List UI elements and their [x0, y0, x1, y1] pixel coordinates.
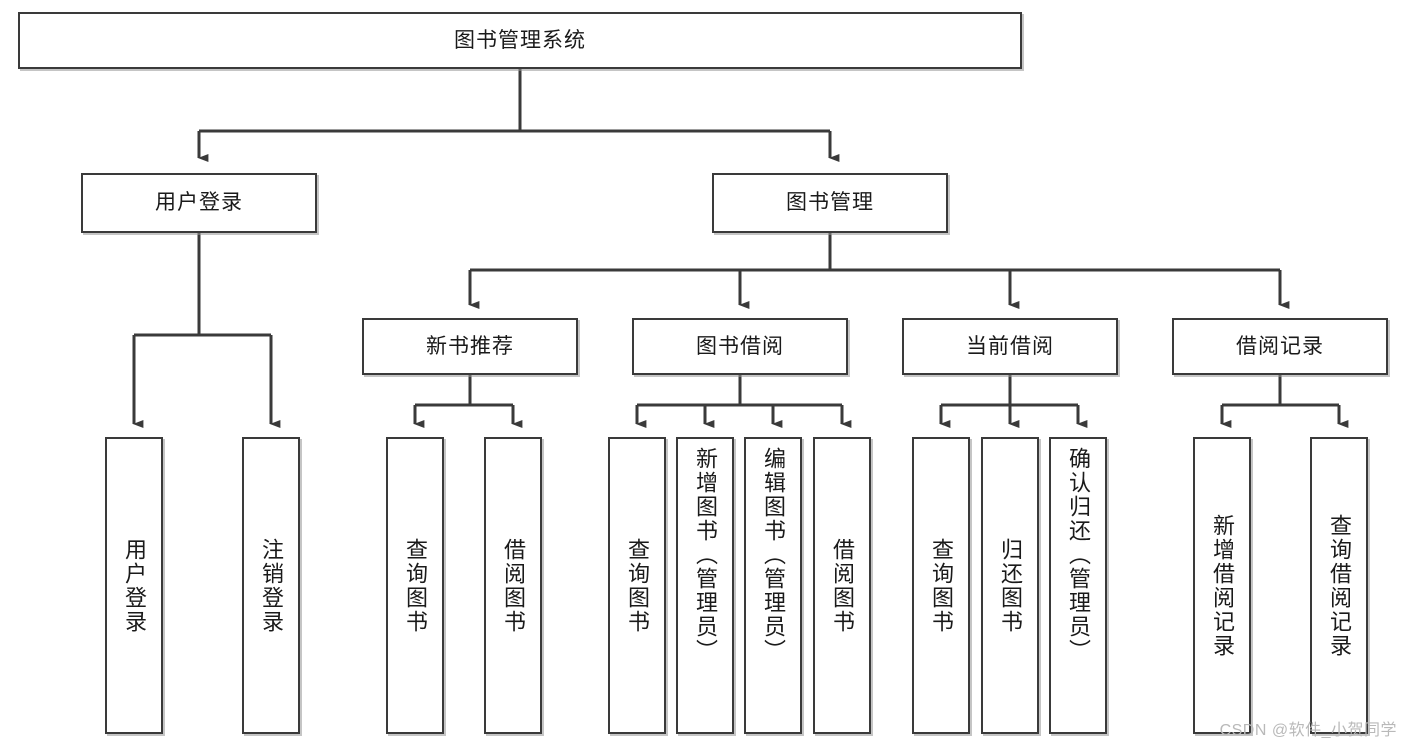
node-label: 新增借阅记录 [1209, 513, 1235, 658]
leaf-new-book-query-book[interactable]: 查询图书 [386, 437, 444, 734]
node-user-login[interactable]: 用户登录 [81, 173, 317, 233]
node-label: 借阅记录 [1236, 334, 1324, 358]
node-current-borrow[interactable]: 当前借阅 [902, 318, 1118, 375]
leaf-book-borrow-query-book[interactable]: 查询图书 [608, 437, 666, 734]
node-label: 查询图书 [624, 537, 650, 634]
node-label: 图书管理 [786, 191, 874, 215]
node-label: 当前借阅 [966, 334, 1054, 358]
csdn-watermark: CSDN @软件_小贺同学 [1219, 722, 1397, 739]
leaf-new-book-borrow-book[interactable]: 借阅图书 [484, 437, 542, 734]
node-label: 查询借阅记录 [1326, 513, 1352, 658]
node-label: 查询图书 [402, 537, 428, 634]
node-book-management[interactable]: 图书管理 [712, 173, 948, 233]
leaf-book-borrow-borrow-book[interactable]: 借阅图书 [813, 437, 871, 734]
node-label: 借阅图书 [829, 537, 855, 634]
node-book-borrow[interactable]: 图书借阅 [632, 318, 848, 375]
node-root-system[interactable]: 图书管理系统 [18, 12, 1022, 69]
node-label: 用户登录 [121, 537, 147, 634]
leaf-user-login-login[interactable]: 用户登录 [105, 437, 163, 734]
node-label: 确认归还（管理员） [1065, 447, 1091, 663]
leaf-current-borrow-query-book[interactable]: 查询图书 [912, 437, 970, 734]
node-label: 图书管理系统 [454, 28, 586, 52]
leaf-borrow-record-add-record[interactable]: 新增借阅记录 [1193, 437, 1251, 734]
node-new-book-recommend[interactable]: 新书推荐 [362, 318, 578, 375]
node-label: 用户登录 [155, 191, 243, 215]
leaf-current-borrow-return-book[interactable]: 归还图书 [981, 437, 1039, 734]
leaf-borrow-record-query-record[interactable]: 查询借阅记录 [1310, 437, 1368, 734]
node-label: 编辑图书（管理员） [760, 447, 786, 663]
node-label: 查询图书 [928, 537, 954, 634]
node-label: 新增图书（管理员） [692, 447, 718, 663]
leaf-current-borrow-confirm-return[interactable]: 确认归还（管理员） [1049, 437, 1107, 734]
node-label: 归还图书 [997, 537, 1023, 634]
leaf-book-borrow-edit-book[interactable]: 编辑图书（管理员） [744, 437, 802, 734]
node-label: 图书借阅 [696, 334, 784, 358]
leaf-user-login-logout[interactable]: 注销登录 [242, 437, 300, 734]
node-label: 新书推荐 [426, 334, 514, 358]
node-borrow-record[interactable]: 借阅记录 [1172, 318, 1388, 375]
leaf-book-borrow-add-book[interactable]: 新增图书（管理员） [676, 437, 734, 734]
node-label: 注销登录 [258, 537, 284, 634]
node-label: 借阅图书 [500, 537, 526, 634]
